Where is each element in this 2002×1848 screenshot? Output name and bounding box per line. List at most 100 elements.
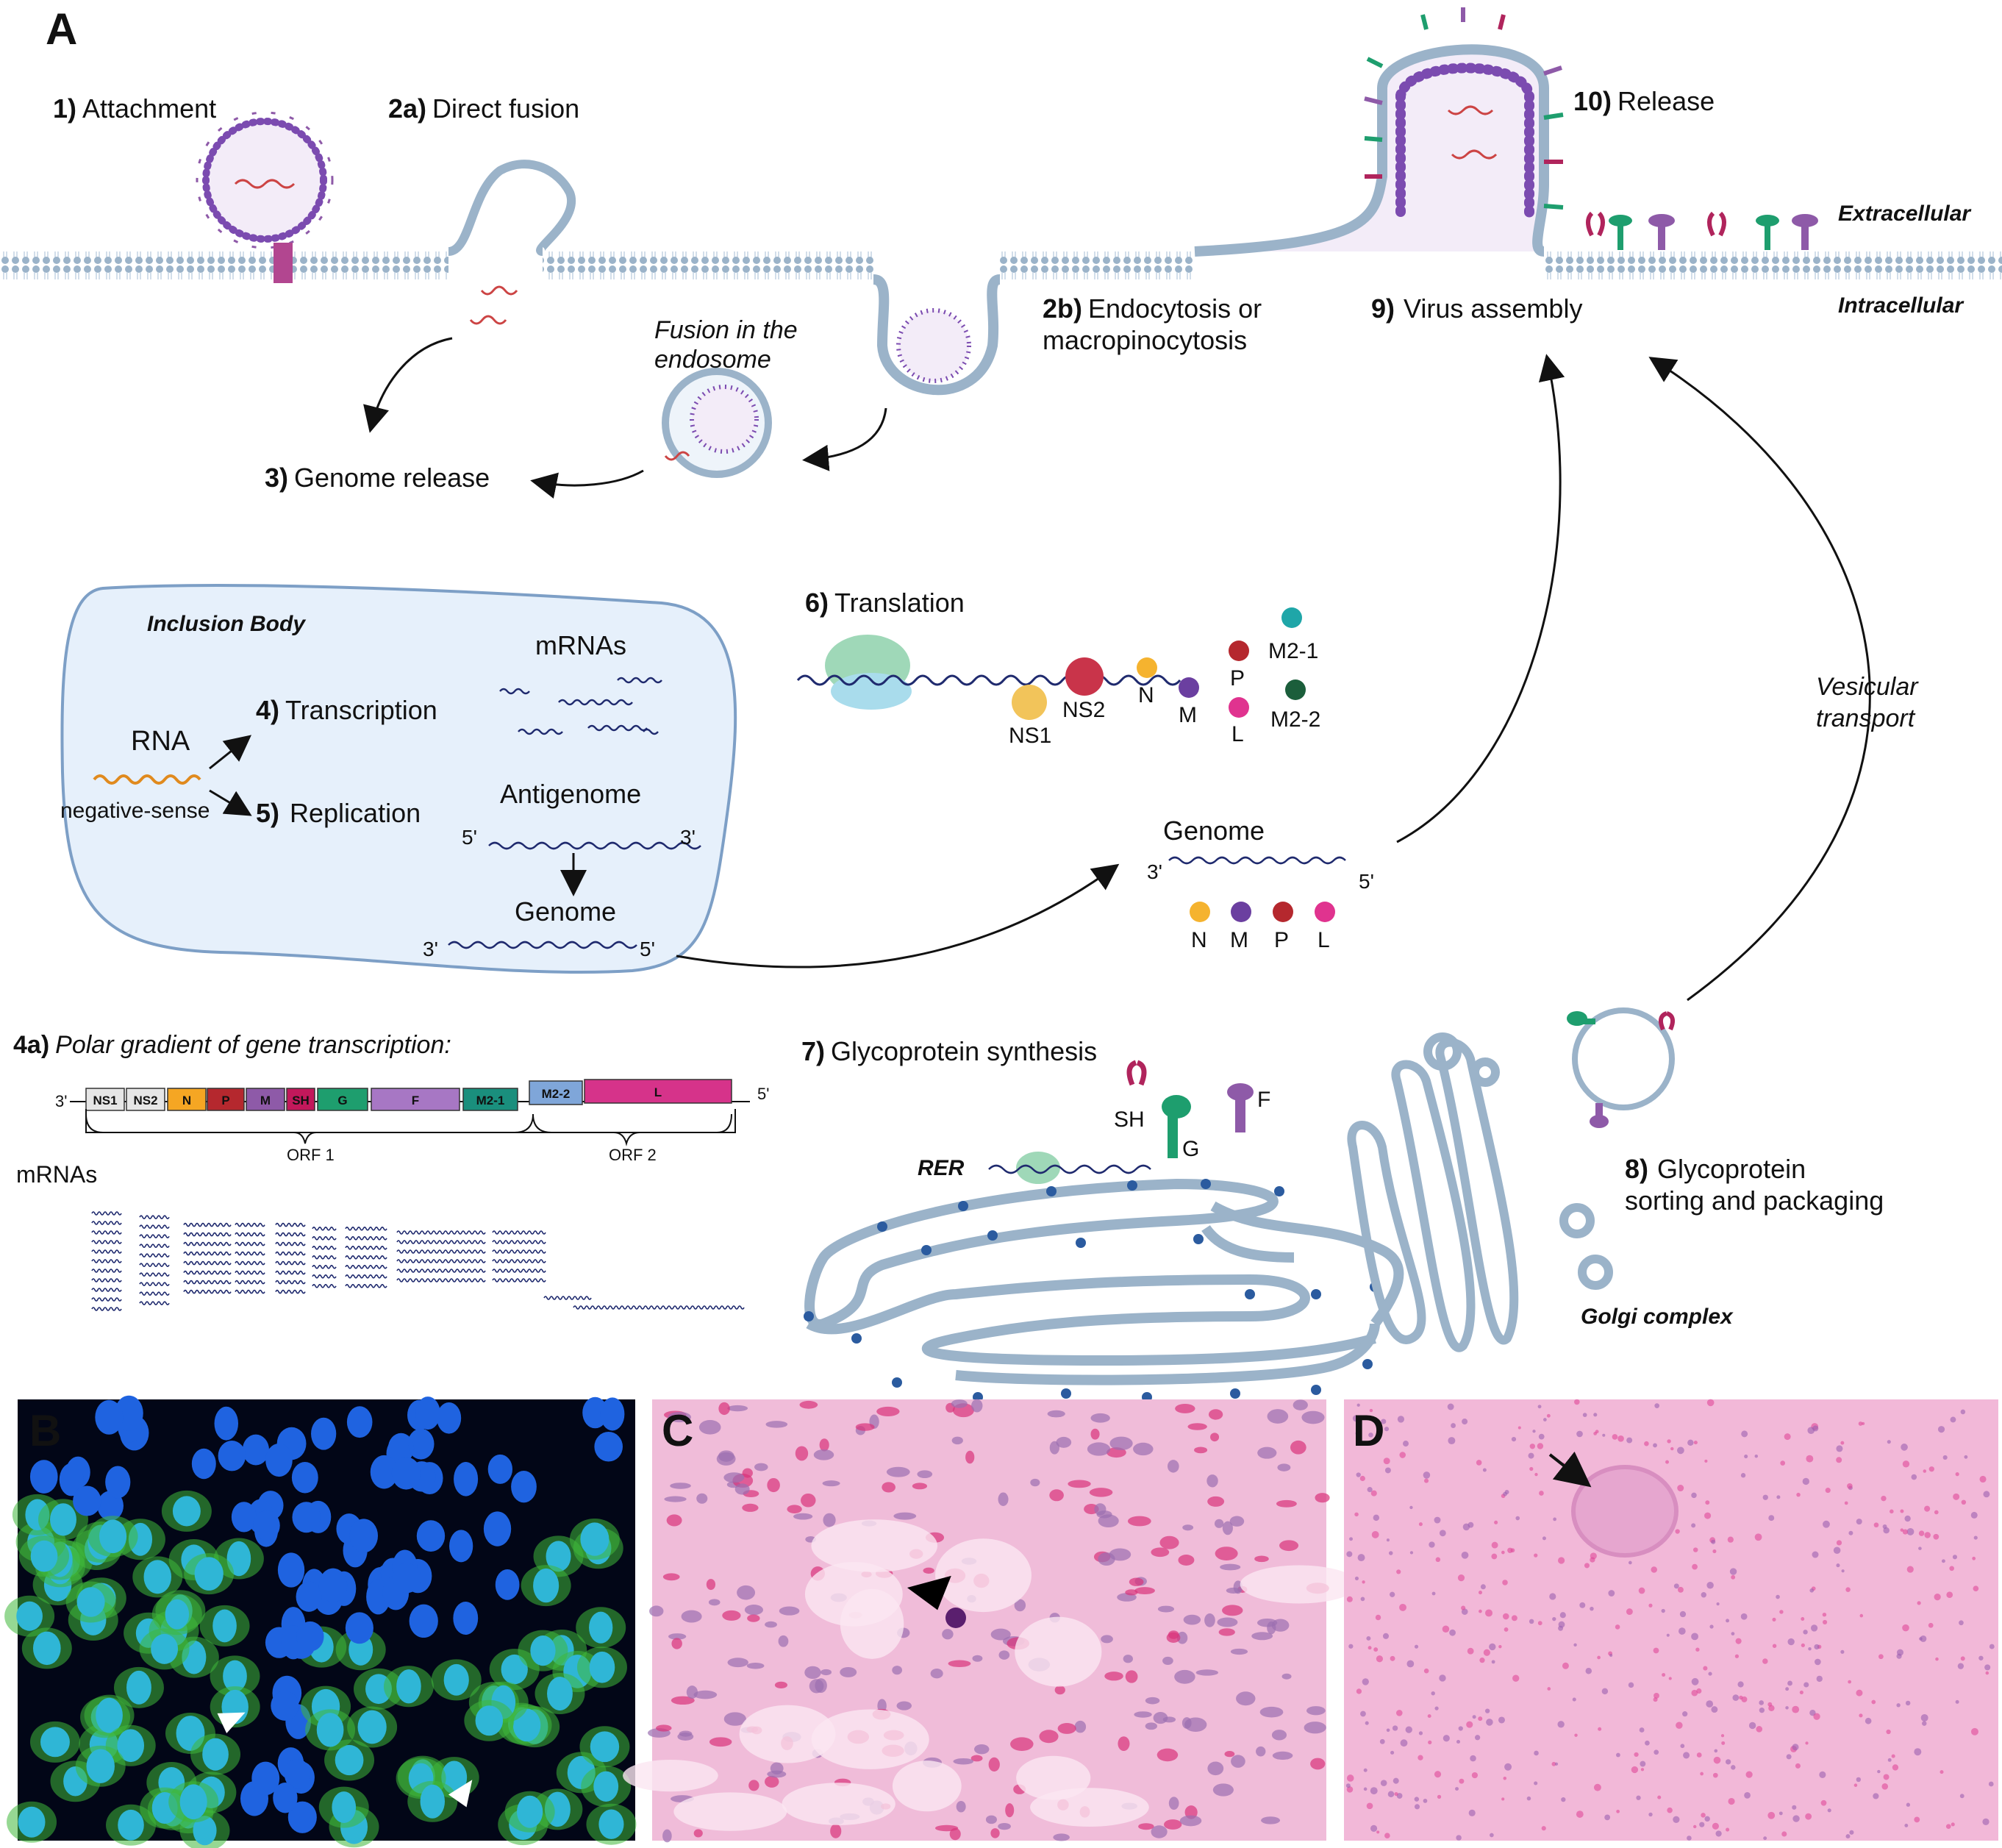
inclusion-body-label: Inclusion Body <box>147 612 306 636</box>
ribosome <box>825 635 912 710</box>
mrnas-gene-label: mRNAs <box>16 1161 97 1188</box>
mrna-translated <box>796 674 1181 686</box>
gene-box-f <box>371 1088 460 1111</box>
panel-c-micrograph <box>623 1399 1359 1843</box>
m22-label: M2-2 <box>1270 707 1320 732</box>
intracellular-label: Intracellular <box>1838 293 1965 318</box>
gene-box-m <box>246 1088 285 1111</box>
g-glycoprotein <box>1168 1110 1178 1158</box>
gene-box-g <box>317 1088 368 1111</box>
l-label-2: L <box>1318 928 1330 952</box>
membrane-glycoproteins <box>1586 211 1818 250</box>
mrna-gradient <box>91 1211 745 1311</box>
p-protein <box>1229 641 1249 661</box>
gene-box-n <box>167 1088 207 1111</box>
f-label: F <box>1257 1088 1270 1112</box>
m22-protein <box>1285 679 1306 700</box>
m-protein <box>1179 677 1199 698</box>
ns1-protein <box>1012 685 1047 720</box>
step-6-label: 6)Translation <box>805 588 965 618</box>
g-label: G <box>1182 1137 1199 1161</box>
p-label-2: P <box>1274 928 1289 952</box>
golgi-complex <box>1347 1032 1613 1352</box>
genome-3prime-inclusion: 3' <box>423 938 438 960</box>
antigenome-3prime: 3' <box>680 826 696 849</box>
ns1-label: NS1 <box>1009 724 1051 748</box>
mrnas-label: mRNAs <box>535 630 626 660</box>
arrow-endocytosis-to-endosome <box>802 407 887 471</box>
arrow-endosome-to-genome <box>530 469 644 499</box>
rough-er <box>804 1179 1404 1385</box>
orf2-brace <box>532 1113 732 1146</box>
plasma-membrane <box>0 7 2002 396</box>
step-3-label: 3)Genome release <box>265 463 490 493</box>
attaching-virion <box>196 111 334 283</box>
orf1-label: ORF 1 <box>287 1146 335 1164</box>
sh-glycoprotein <box>1126 1060 1147 1086</box>
negative-sense-rna <box>93 774 201 785</box>
gene-label: NS2 <box>133 1094 157 1107</box>
gene-box-ns1 <box>85 1088 125 1111</box>
panel-b-micrograph <box>4 1395 637 1848</box>
gene-label: N <box>182 1094 191 1107</box>
genemap-3prime: 3' <box>55 1092 67 1110</box>
mrna-fragments <box>499 677 662 735</box>
genome-3prime-cytoplasm: 3' <box>1147 860 1162 883</box>
negative-sense-label: negative-sense <box>60 799 210 823</box>
host-receptor <box>274 243 293 283</box>
step-8-label: 8)Glycoprotein <box>1625 1154 1806 1184</box>
transport-vesicle <box>1567 1007 1676 1128</box>
l-label: L <box>1231 722 1244 746</box>
n-label-2: N <box>1191 928 1207 952</box>
arrow-release-to-genome <box>363 337 453 433</box>
golgi-label: Golgi complex <box>1581 1305 1734 1329</box>
panel-label-b: B <box>29 1406 61 1455</box>
gene-label: NS1 <box>93 1094 117 1107</box>
arrow-genome-to-assembly <box>1396 354 1565 843</box>
gene-box-l <box>584 1079 732 1104</box>
vesicular-label-2: transport <box>1816 704 1916 732</box>
step-8-line2: sorting and packaging <box>1625 1185 1884 1216</box>
rna-label: RNA <box>131 726 190 757</box>
step-2b-label: 2b)Endocytosis or <box>1043 293 1262 324</box>
antigenome-label: Antigenome <box>500 779 641 809</box>
gene-label: M2-1 <box>476 1094 505 1107</box>
genome-label-inclusion: Genome <box>515 896 616 927</box>
genome-5prime-cytoplasm: 5' <box>1359 870 1374 893</box>
step-7-label: 7)Glycoprotein synthesis <box>801 1036 1097 1066</box>
arrow-vesicle-to-assembly <box>1648 357 1871 1002</box>
gene-label: L <box>654 1085 662 1099</box>
ns2-protein <box>1065 657 1104 696</box>
step-9-label: 9)Virus assembly <box>1371 293 1582 324</box>
gene-label: G <box>337 1094 347 1107</box>
gene-label: M2-2 <box>542 1087 571 1101</box>
n-protein <box>1137 657 1157 678</box>
m21-label: M2-1 <box>1268 639 1318 663</box>
fusion-endosome-line2: endosome <box>654 346 771 374</box>
step-4-label: 4)Transcription <box>256 695 437 725</box>
m21-protein <box>1281 607 1302 628</box>
antigenome-5prime: 5' <box>462 826 477 849</box>
extracellular-label: Extracellular <box>1838 201 1972 226</box>
step-2b-line2: macropinocytosis <box>1043 325 1247 355</box>
n-label: N <box>1138 683 1154 707</box>
p-label: P <box>1230 666 1245 691</box>
genemap-5prime: 5' <box>757 1085 769 1103</box>
m-label: M <box>1179 703 1197 727</box>
gene-box-sh <box>286 1088 315 1111</box>
gene-label: F <box>412 1094 419 1107</box>
genome-label-cytoplasm: Genome <box>1163 816 1265 846</box>
panel-d-micrograph <box>1344 1399 1998 1841</box>
m-label-2: M <box>1230 928 1248 952</box>
gene-box-ns2 <box>126 1088 165 1111</box>
vesicular-label-1: Vesicular <box>1816 673 1919 701</box>
step-10-label: 10)Release <box>1573 86 1715 116</box>
step-5-label: 5)Replication <box>256 798 421 828</box>
gene-box-p <box>207 1088 245 1111</box>
panel-label-d: D <box>1353 1406 1384 1455</box>
gene-box-m2-2 <box>529 1080 583 1105</box>
panel-label-c: C <box>662 1406 693 1455</box>
gene-label: SH <box>292 1094 310 1107</box>
